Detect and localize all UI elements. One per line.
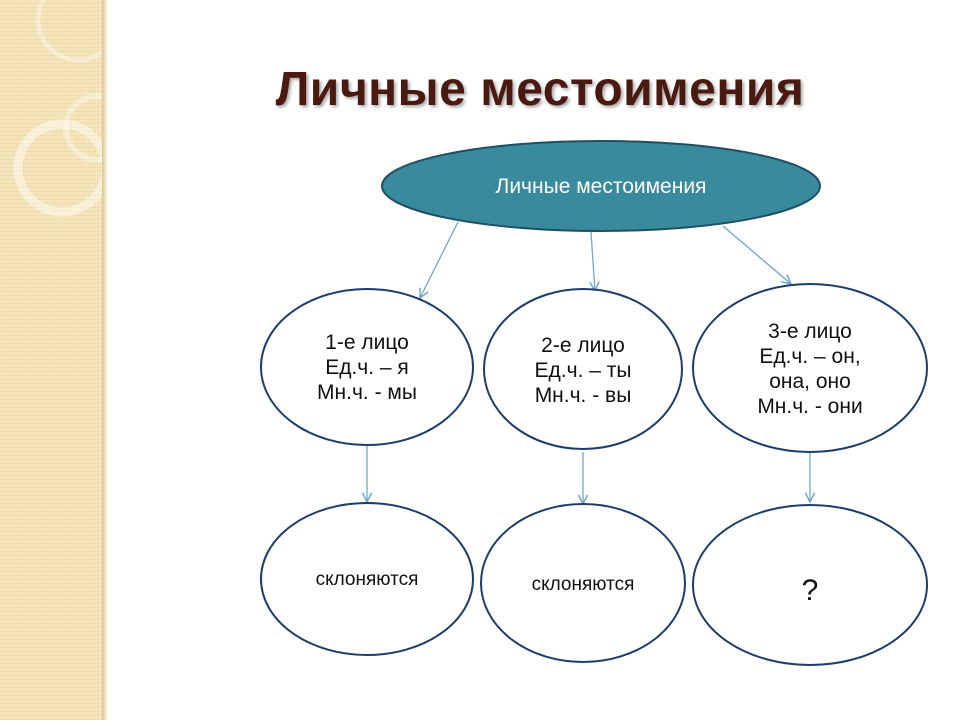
connector-root-person-2 (591, 231, 595, 291)
person-3-line-4: Мн.ч. - они (757, 395, 863, 418)
person-node-3-label: 3-е лицо Ед.ч. – он, она, оно Мн.ч. - он… (712, 302, 908, 436)
person-3-line-3: она, оно (769, 370, 851, 393)
person-node-3 (692, 283, 928, 453)
slide-title: Личные местоимения (275, 63, 805, 116)
person-node-1-label: 1-е лицо Ед.ч. – я Мн.ч. - мы (280, 307, 454, 427)
person-2-line-3: Мн.ч. - вы (534, 383, 632, 407)
person-node-2-label: 2-е лицо Ед.ч. – ты Мн.ч. - вы (500, 310, 666, 430)
result-node-1-label: склоняются (315, 568, 419, 590)
result-node-2 (480, 503, 686, 663)
person-node-1 (260, 288, 474, 446)
person-1-line-1: 1-е лицо (325, 330, 409, 354)
result-node-1 (260, 502, 474, 656)
person-node-2 (483, 288, 683, 450)
side-divider (102, 0, 108, 720)
connector-root-person-3 (722, 225, 791, 284)
root-node (381, 140, 821, 232)
person-2-line-1: 2-е лицо (541, 333, 625, 357)
person-3-line-1: 3-е лицо (768, 320, 852, 343)
connector-root-person-1 (420, 221, 459, 298)
person-2-line-2: Ед.ч. – ты (534, 358, 632, 382)
person-3-line-2: Ед.ч. – он, (759, 345, 861, 368)
person-1-line-3: Мн.ч. - мы (317, 380, 417, 404)
root-node-label: Личные местоимения (495, 174, 707, 198)
person-1-line-2: Ед.ч. – я (325, 355, 409, 379)
result-node-3-label: ? (801, 573, 819, 607)
result-node-2-label: склоняются (531, 573, 635, 595)
side-decoration-panel (0, 0, 133, 720)
result-node-3 (692, 504, 928, 666)
